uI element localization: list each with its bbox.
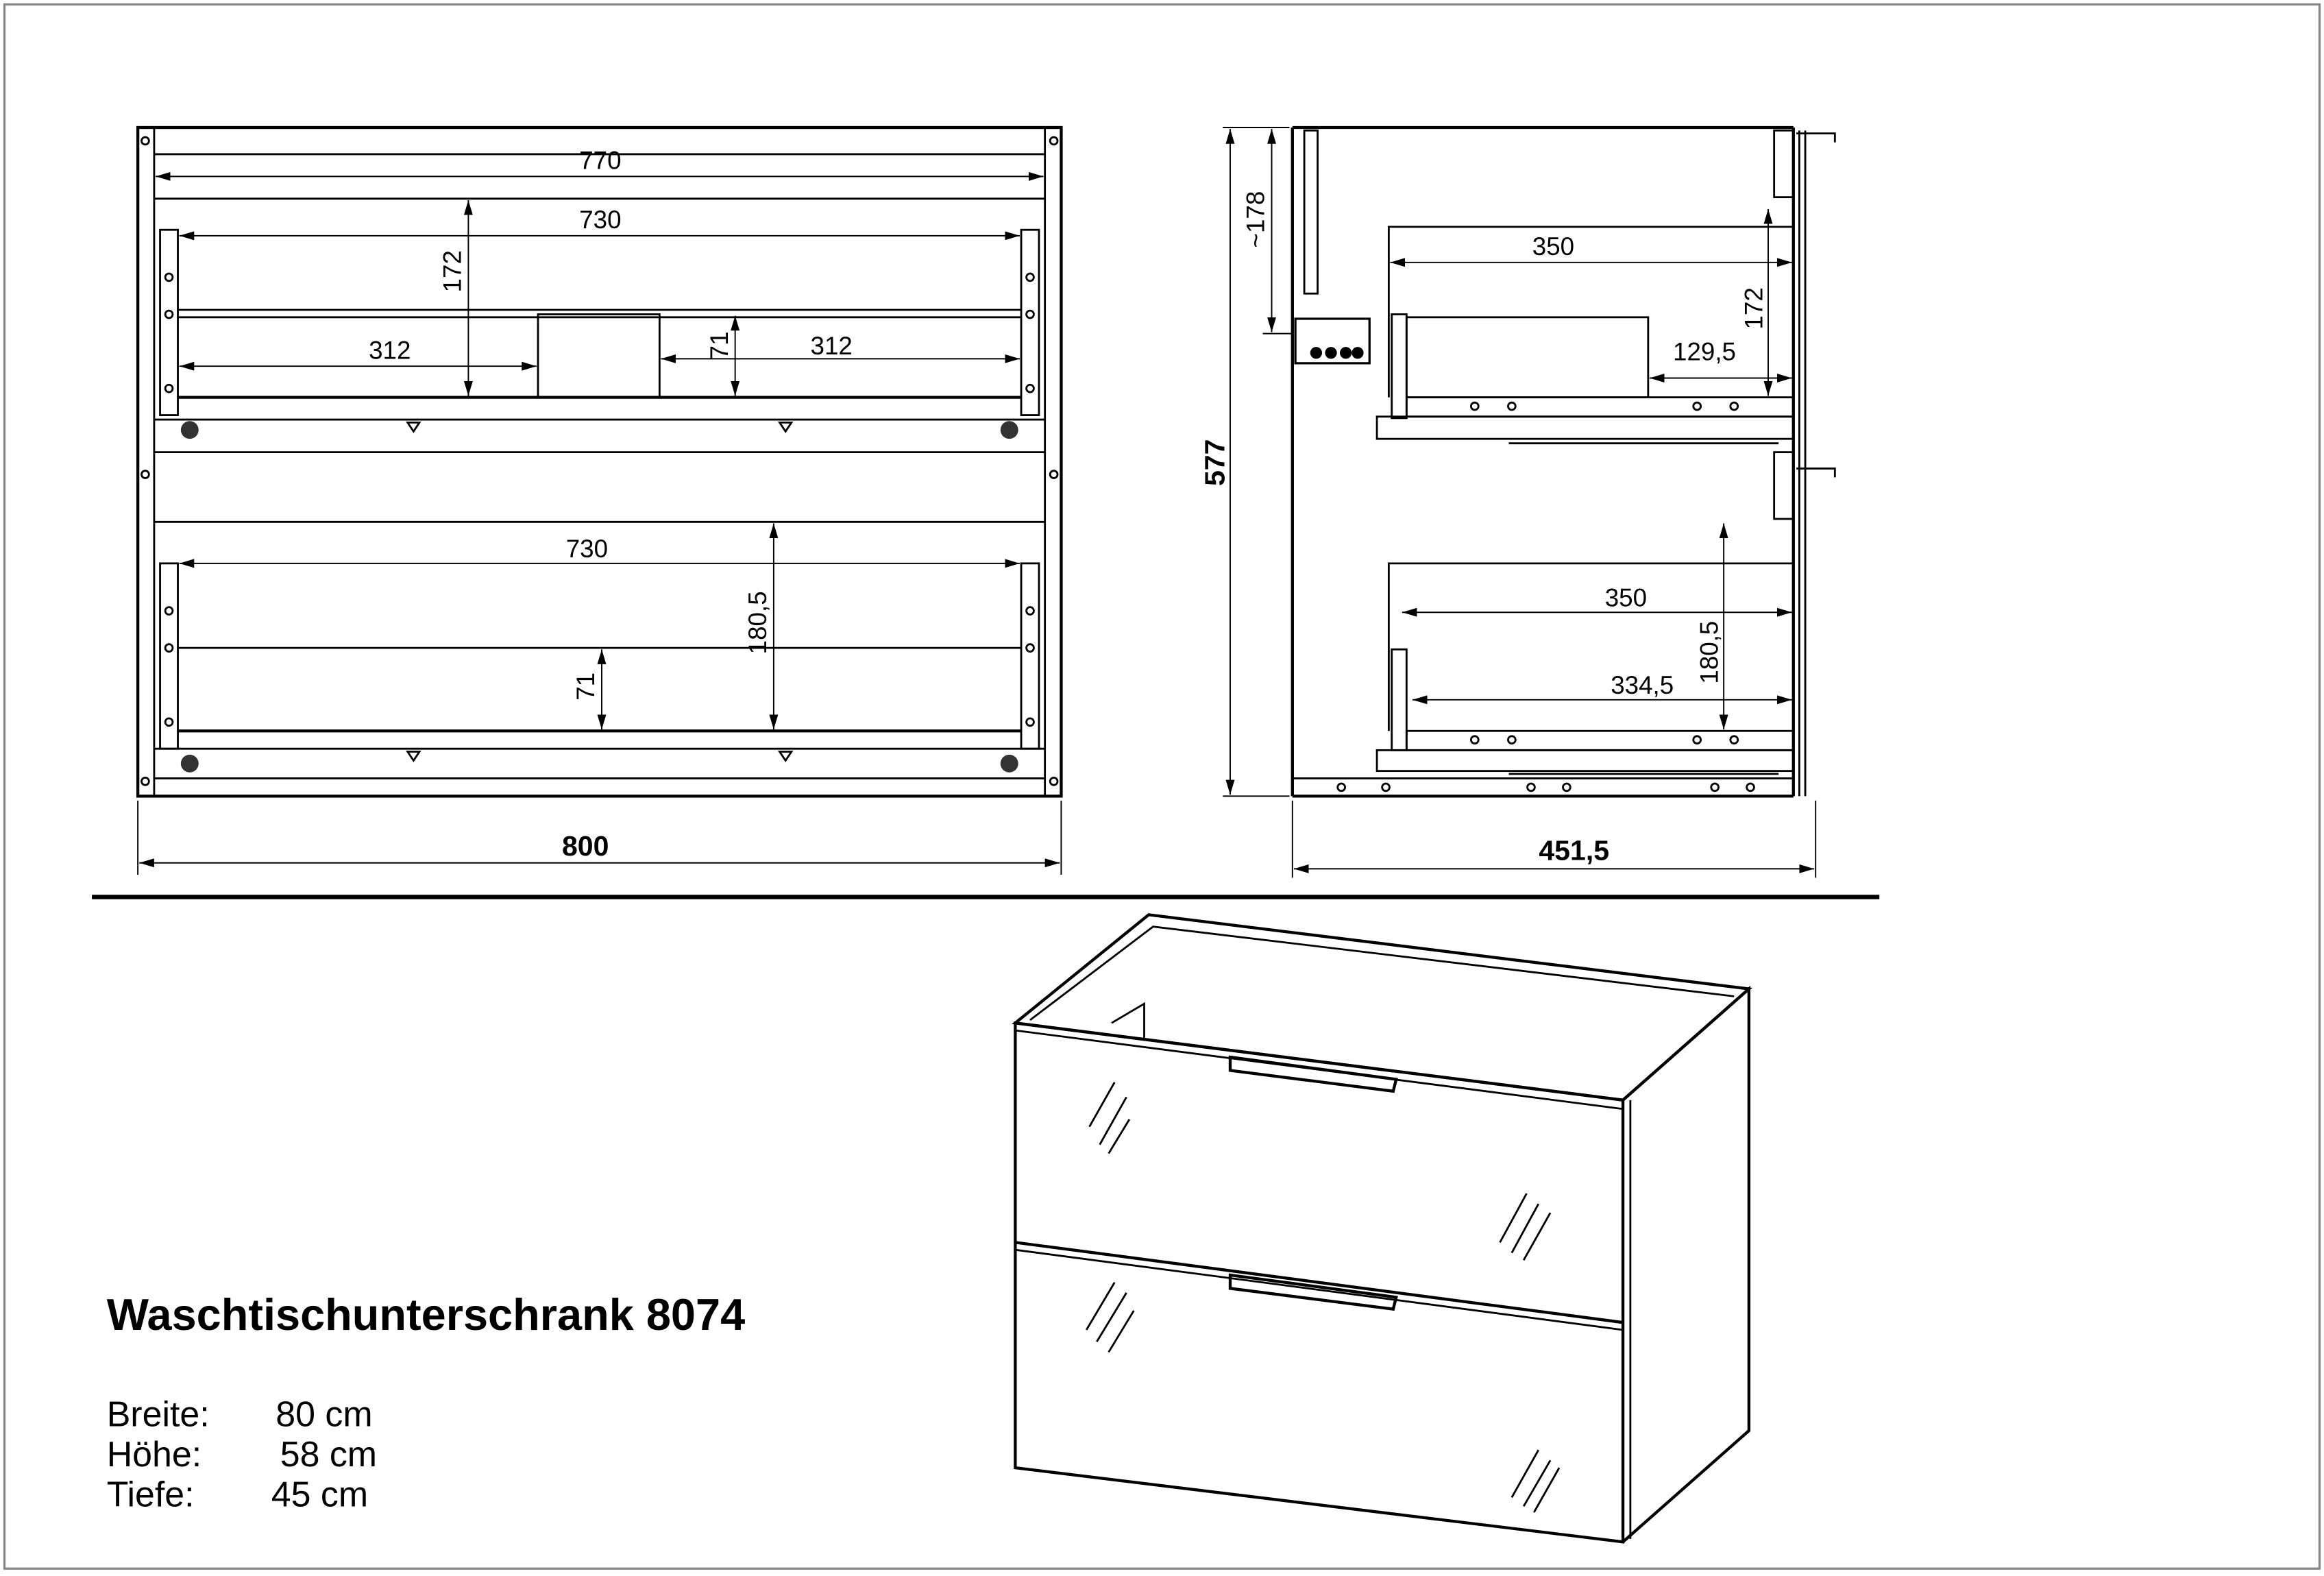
spec-label-depth: Tiefe: [107,1474,195,1514]
dim-71-top: 71 [705,331,733,359]
dim-129-5: 129,5 [1673,338,1736,366]
front-view: 770 730 312 312 172 71 730 180,5 71 800 [136,125,1063,875]
dim-172-side: 172 [1739,287,1768,329]
dim-730-top: 730 [579,206,621,234]
product-title: Waschtischunterschrank 8074 [107,1289,745,1339]
dim-180-5-front: 180,5 [744,591,772,654]
drawer-handle-top [1228,1055,1398,1093]
spec-value-width: 80 cm [276,1394,372,1434]
spec-label-width: Breite: [107,1394,210,1434]
dim-800: 800 [562,830,609,862]
dim-770: 770 [579,147,621,175]
dim-178: ~178 [1242,191,1270,248]
dim-451-5: 451,5 [1539,834,1609,866]
product-specs: Breite: 80 cm Höhe: 58 cm Tiefe: 45 cm [107,1394,377,1514]
dim-172-front: 172 [439,250,467,292]
spec-label-height: Höhe: [107,1434,201,1474]
dim-180-5-side: 180,5 [1695,621,1723,684]
dim-312-left: 312 [369,336,411,364]
spec-value-depth: 45 cm [271,1474,368,1514]
isometric-view [1012,913,1752,1544]
dim-71-bottom: 71 [572,672,600,701]
page-frame [3,3,2321,1570]
spec-value-height: 58 cm [280,1434,377,1474]
dim-334-5: 334,5 [1611,671,1674,699]
dim-312-right: 312 [811,332,853,360]
dim-577: 577 [1199,439,1230,487]
side-view: 577 ~178 350 172 129,5 350 180,5 334,5 4… [1199,125,1836,878]
drawer-handle-bottom [1228,1273,1398,1311]
dim-350-top: 350 [1532,232,1574,260]
dim-730-bottom: 730 [566,535,608,563]
dim-350-bottom: 350 [1605,584,1647,612]
